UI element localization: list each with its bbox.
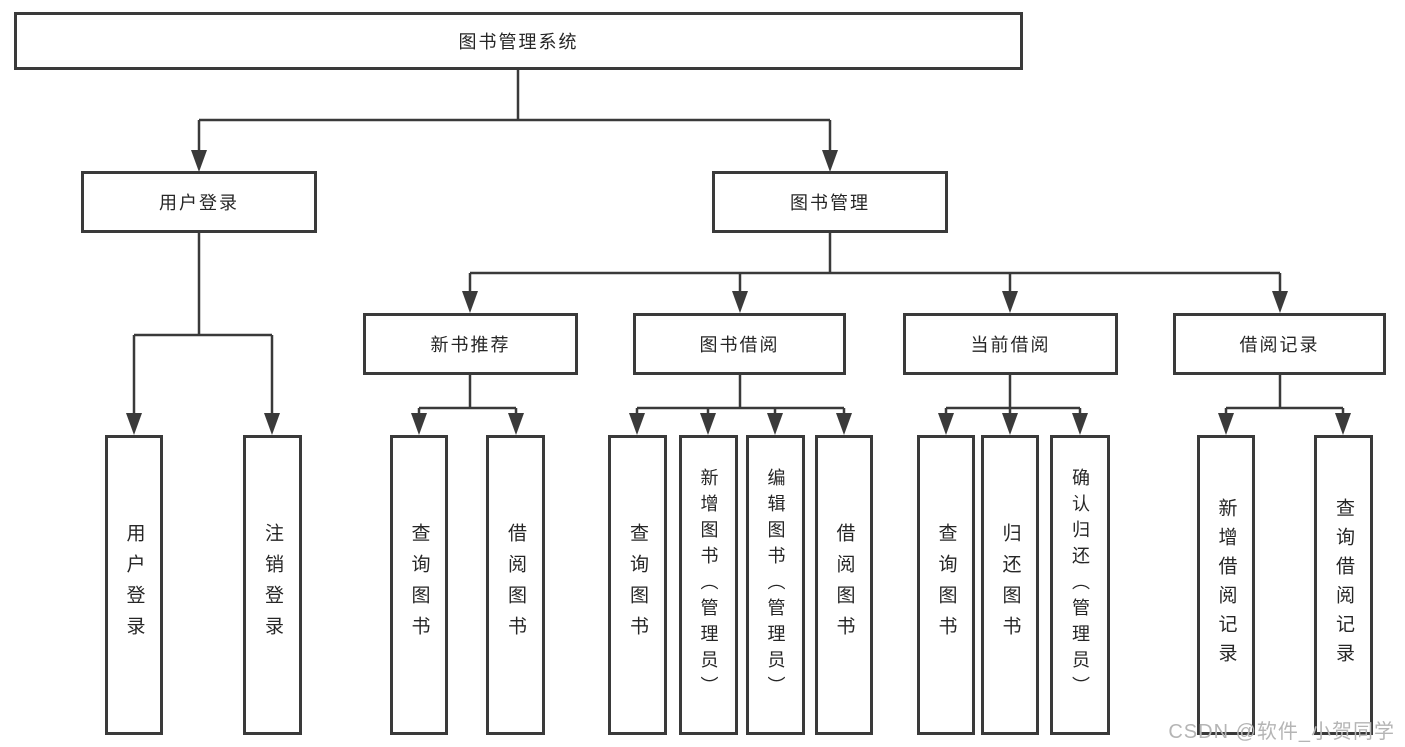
- arrowhead-down-icon: [1002, 291, 1018, 313]
- leaf-borrow-books-1: 借阅图书: [486, 435, 545, 735]
- node-borrow-records-label: 借阅记录: [1239, 335, 1320, 355]
- node-root: 图书管理系统: [14, 12, 1023, 70]
- leaf-query-books-3-label: 查询图书: [935, 523, 957, 647]
- arrowhead-down-icon: [1072, 413, 1088, 435]
- leaf-add-books-admin: 新增图书（管理员）: [679, 435, 738, 735]
- leaf-query-books-2: 查询图书: [608, 435, 667, 735]
- leaf-borrow-books-2-label: 借阅图书: [833, 523, 855, 647]
- node-book-management: 图书管理: [712, 171, 948, 233]
- leaf-logout-label: 注销登录: [262, 523, 283, 647]
- arrowheads: [126, 150, 1351, 435]
- leaf-edit-books-admin: 编辑图书（管理员）: [746, 435, 805, 735]
- arrowhead-down-icon: [1335, 413, 1351, 435]
- connector-path: [132, 70, 1345, 415]
- arrowhead-down-icon: [191, 150, 207, 172]
- arrowhead-down-icon: [822, 150, 838, 172]
- leaf-return-books-label: 归还图书: [999, 523, 1021, 647]
- leaf-add-borrow-record: 新增借阅记录: [1197, 435, 1255, 735]
- node-borrow-records: 借阅记录: [1173, 313, 1386, 375]
- arrowhead-down-icon: [938, 413, 954, 435]
- arrowhead-down-icon: [836, 413, 852, 435]
- arrowhead-down-icon: [126, 413, 142, 435]
- node-current-borrow-label: 当前借阅: [970, 335, 1051, 355]
- leaf-query-books-3: 查询图书: [917, 435, 975, 735]
- arrowhead-down-icon: [1218, 413, 1234, 435]
- leaf-user-login-label: 用户登录: [123, 523, 145, 647]
- arrowhead-down-icon: [767, 413, 783, 435]
- arrowhead-down-icon: [732, 291, 748, 313]
- leaf-edit-books-admin-label: 编辑图书（管理员）: [765, 468, 786, 702]
- node-new-book-recommend-label: 新书推荐: [430, 335, 511, 355]
- arrowhead-down-icon: [462, 291, 478, 313]
- arrowhead-down-icon: [700, 413, 716, 435]
- node-user-login-label: 用户登录: [159, 193, 239, 213]
- arrowhead-down-icon: [508, 413, 524, 435]
- arrowhead-down-icon: [1272, 291, 1288, 313]
- arrowhead-down-icon: [411, 413, 427, 435]
- leaf-borrow-books-1-label: 借阅图书: [505, 523, 526, 647]
- node-book-borrow: 图书借阅: [633, 313, 846, 375]
- leaf-confirm-return-admin-label: 确认归还（管理员）: [1070, 468, 1090, 702]
- leaf-query-borrow-record-label: 查询借阅记录: [1333, 498, 1354, 672]
- arrowhead-down-icon: [629, 413, 645, 435]
- leaf-query-books-2-label: 查询图书: [627, 523, 648, 647]
- node-book-borrow-label: 图书借阅: [699, 335, 780, 355]
- leaf-user-login: 用户登录: [105, 435, 163, 735]
- node-root-label: 图书管理系统: [458, 32, 579, 52]
- csdn-watermark: CSDN @软件_小贺同学: [1168, 721, 1395, 743]
- leaf-borrow-books-2: 借阅图书: [815, 435, 873, 735]
- node-current-borrow: 当前借阅: [903, 313, 1118, 375]
- node-book-management-label: 图书管理: [790, 193, 870, 213]
- node-new-book-recommend: 新书推荐: [363, 313, 578, 375]
- leaf-return-books: 归还图书: [981, 435, 1039, 735]
- leaf-query-borrow-record: 查询借阅记录: [1314, 435, 1373, 735]
- arrowhead-down-icon: [264, 413, 280, 435]
- node-user-login: 用户登录: [81, 171, 317, 233]
- leaf-confirm-return-admin: 确认归还（管理员）: [1050, 435, 1110, 735]
- leaf-query-books-1-label: 查询图书: [408, 523, 430, 647]
- leaf-logout: 注销登录: [243, 435, 302, 735]
- leaf-add-books-admin-label: 新增图书（管理员）: [698, 468, 719, 702]
- arrowhead-down-icon: [1002, 413, 1018, 435]
- leaf-query-books-1: 查询图书: [390, 435, 448, 735]
- leaf-add-borrow-record-label: 新增借阅记录: [1215, 498, 1237, 672]
